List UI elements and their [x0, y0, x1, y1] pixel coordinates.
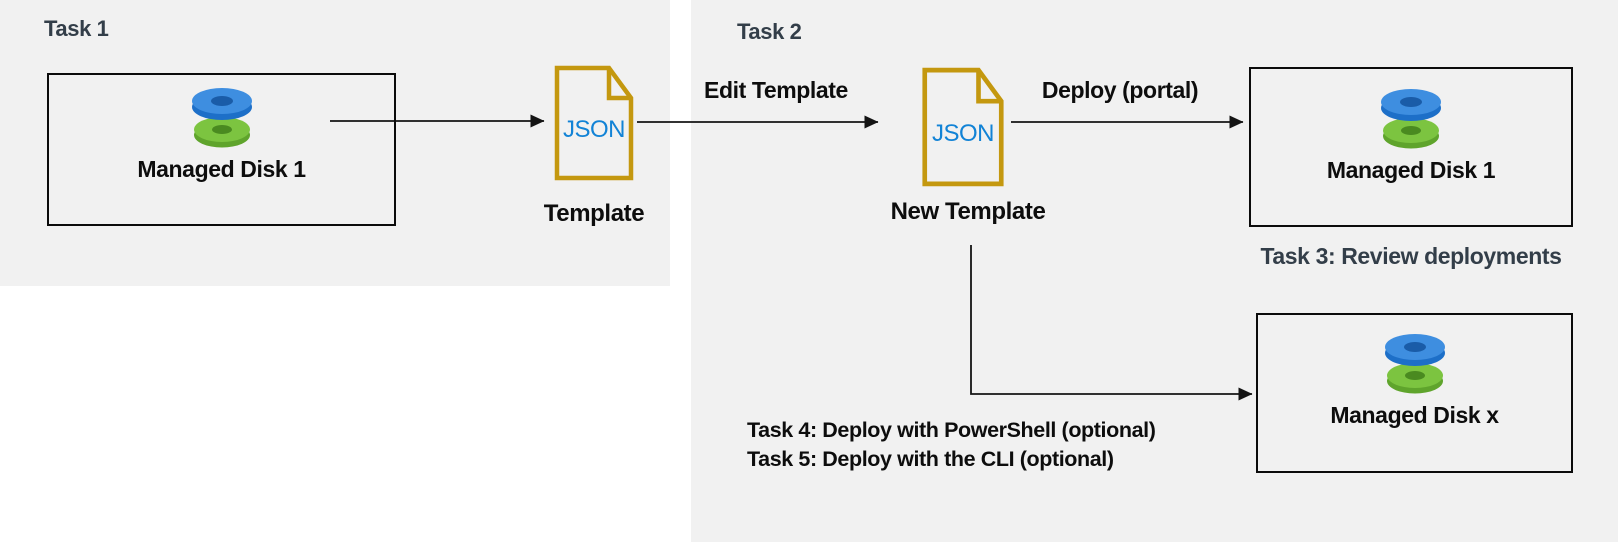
json-file-type-label: JSON: [562, 116, 626, 144]
task4-task5-annotation: Task 4: Deploy with PowerShell (optional…: [747, 416, 1156, 474]
new-template-caption: New Template: [890, 198, 1046, 225]
managed-disk-icon: [1383, 334, 1447, 396]
new-template-json-file-icon: JSON: [920, 66, 1006, 188]
task2-header: Task 2: [737, 19, 802, 44]
task4-annotation: Task 4: Deploy with PowerShell (optional…: [747, 418, 1156, 442]
json-file-type-label: JSON: [931, 120, 995, 148]
task5-annotation: Task 5: Deploy with the CLI (optional): [747, 447, 1114, 471]
template-json-file-icon: JSON: [553, 64, 635, 182]
task3-annotation: Task 3: Review deployments: [1260, 243, 1562, 269]
edit-template-arrow-label: Edit Template: [704, 77, 848, 103]
managed-disk-1-deployed-label: Managed Disk 1: [1326, 157, 1496, 183]
managed-disk-1-source-label: Managed Disk 1: [137, 156, 306, 182]
managed-disk-icon: [190, 88, 254, 150]
template-caption: Template: [543, 200, 645, 227]
managed-disk-icon: [1379, 89, 1443, 151]
managed-disk-x-label: Managed Disk x: [1330, 402, 1499, 428]
managed-disk-1-source-box: Managed Disk 1: [47, 73, 396, 226]
managed-disk-x-box: Managed Disk x: [1256, 313, 1573, 473]
task1-header: Task 1: [44, 16, 109, 41]
managed-disk-1-deployed-box: Managed Disk 1: [1249, 67, 1573, 227]
deploy-portal-arrow-label: Deploy (portal): [1041, 77, 1199, 103]
